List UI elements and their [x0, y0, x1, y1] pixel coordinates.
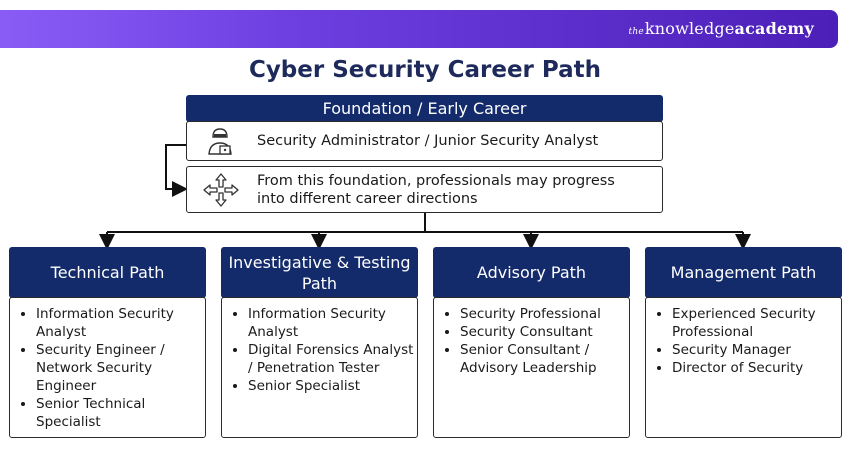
list-item: Security Engineer / Network Security Eng… — [36, 341, 205, 395]
list-item: Senior Technical Specialist — [36, 395, 205, 431]
management-path-list: Experienced Security Professional Securi… — [646, 305, 841, 377]
list-item: Digital Forensics Analyst / Penetration … — [248, 341, 417, 377]
brand-logo: theknowledgeacademy — [629, 19, 815, 38]
advisory-path-list: Security Professional Security Consultan… — [434, 305, 629, 377]
list-item: Director of Security — [672, 359, 841, 377]
list-item: Experienced Security Professional — [672, 305, 841, 341]
brand-name-light: knowledge — [644, 19, 735, 38]
technical-path-box: Information Security Analyst Security En… — [9, 297, 206, 438]
list-item: Senior Specialist — [248, 377, 417, 395]
investigative-path-list: Information Security Analyst Digital For… — [222, 305, 417, 395]
brand-prefix: the — [628, 27, 644, 37]
list-item: Security Professional — [460, 305, 629, 323]
four-way-arrows-icon — [203, 173, 239, 207]
list-item: Senior Consultant / Advisory Leadership — [460, 341, 629, 377]
list-item: Information Security Analyst — [36, 305, 205, 341]
foundation-role-box: Security Administrator / Junior Security… — [186, 121, 663, 161]
foundation-header: Foundation / Early Career — [186, 95, 663, 122]
technical-path-header: Technical Path — [9, 247, 206, 298]
foundation-role-text: Security Administrator / Junior Security… — [257, 133, 599, 149]
technical-path-list: Information Security Analyst Security En… — [10, 305, 205, 431]
management-path-box: Experienced Security Professional Securi… — [645, 297, 842, 438]
brand-name-bold: academy — [734, 19, 814, 38]
list-item: Security Manager — [672, 341, 841, 359]
loop-arrow — [165, 144, 188, 197]
advisory-path-header: Advisory Path — [433, 247, 630, 298]
investigative-path-box: Information Security Analyst Digital For… — [221, 297, 418, 438]
list-item: Information Security Analyst — [248, 305, 417, 341]
list-item: Security Consultant — [460, 323, 629, 341]
brand-banner: theknowledgeacademy — [0, 10, 838, 48]
page-title: Cyber Security Career Path — [248, 57, 602, 83]
foundation-note-text: From this foundation, professionals may … — [257, 173, 615, 207]
hacker-person-icon — [208, 128, 232, 155]
advisory-path-box: Security Professional Security Consultan… — [433, 297, 630, 438]
investigative-path-header: Investigative & Testing Path — [221, 247, 418, 298]
foundation-note-box: From this foundation, professionals may … — [186, 166, 663, 213]
management-path-header: Management Path — [645, 247, 842, 298]
